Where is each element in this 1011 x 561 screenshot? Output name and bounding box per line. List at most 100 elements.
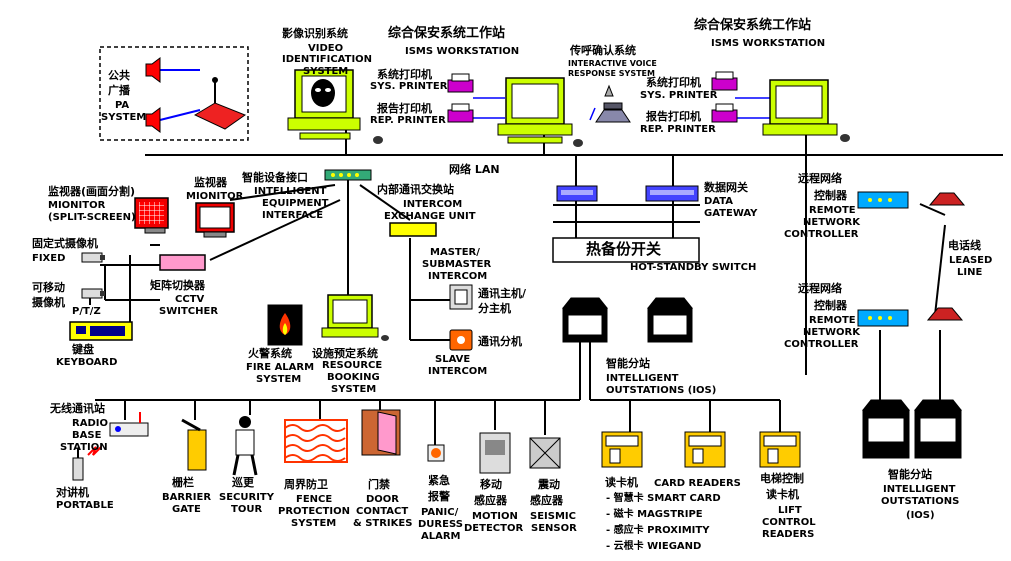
main-workstation-2 [762,79,850,142]
rnc-en2-b: NETWORK [803,327,861,338]
cctv-en1: CCTV [175,294,205,305]
seismic-sensor [529,437,561,469]
master-en1: MASTER/ [430,247,480,258]
monitor-en: MIONITOR [186,191,244,202]
rep-printer-zh-2: 报告打印机 [646,110,701,123]
gateway-zh: 数据网关 [704,181,748,194]
rnc-zh1-b: 远程网络 [798,282,842,295]
cctv-zh: 矩阵切换器 [150,279,205,292]
leased-en2: LINE [957,267,983,278]
slave-en2: INTERCOM [428,366,488,377]
intercom-ex-en2: EXCHANGE UNIT [384,211,476,222]
pa-l4: SYSTEM [101,112,147,123]
telephones [926,192,966,321]
video-id-zh: 影像识别系统 [282,27,348,40]
fire-en2: SYSTEM [256,374,302,385]
motion-zh1: 移动 [480,478,502,491]
fire-en1: FIRE ALARM [246,362,315,373]
sys-printer-en-1: SYS. PRINTER [370,81,448,92]
hot-standby-en: HOT-STANDBY SWITCH [630,262,757,273]
single-monitor [195,202,235,238]
gateway-en1: DATA [704,196,734,207]
ios-en2-1: OUTSTATIONS (IOS) [606,385,717,396]
slave-zh: 通讯分机 [478,335,522,348]
ws-title-2: 综合保安系统工作站 [694,18,812,33]
cctv-switcher [159,254,206,271]
leased-zh: 电话线 [948,239,981,252]
pa-l3: PA [115,100,130,111]
ivr-zh: 传呼确认系统 [570,44,636,57]
panic-en1: PANIC/ [421,507,459,518]
radio-en3: STATION [60,442,108,453]
network-lines [95,102,1003,445]
fence [284,419,348,463]
door-zh: 门禁 [368,478,390,491]
split-screen-monitor [134,197,169,234]
seismic-en2: SENSOR [531,523,577,534]
radio-zh: 无线通讯站 [50,402,105,415]
lift-en2: CONTROL [762,517,816,528]
printers [447,71,738,123]
intercom-ex-zh: 内部通讯交换站 [377,183,454,196]
barrier-gate [181,418,207,471]
video-id-en3: SYSTEM [303,66,349,77]
intercom-ex-en1: INTERCOM [403,199,463,210]
iei-en1: INTELLIGENT [254,186,327,197]
ios-en2-2: OUTSTATIONS [881,496,960,507]
keyboard-zh: 键盘 [72,343,94,356]
lift-zh1: 电梯控制 [760,472,804,485]
fixed-camera [81,252,105,263]
rnc-en2-a: NETWORK [803,217,861,228]
rep-printer-en-1: REP. PRINTER [370,115,446,126]
iei-en3: INTERFACE [262,210,324,221]
card-title-zh: 读卡机 [605,476,638,489]
cctv-en2: SWITCHER [159,306,219,317]
rnc-zh2-a: 控制器 [814,189,847,202]
ws-title-1: 综合保安系统工作站 [388,26,506,41]
monitor-split-en1: MIONITOR [48,200,106,211]
iei-en2: EQUIPMENT [262,198,329,209]
master-en2: SUBMASTER [422,259,492,270]
video-id-en2: IDENTIFICATION [282,54,373,65]
radio-en1: RADIO [72,418,108,429]
fence-en3: SYSTEM [291,518,337,529]
ivr-en1: INTERACTIVE VOICE [568,59,657,68]
sys-printer-zh-1: 系统打印机 [377,68,432,81]
slave-intercom [449,329,473,351]
sys-printer-en-2: SYS. PRINTER [640,90,718,101]
ios-units-top [561,297,694,343]
iei-zh: 智能设备接口 [242,171,308,184]
fire-zh: 火警系统 [248,347,292,360]
fixed-zh: 固定式摄像机 [32,237,98,250]
video-id-workstation [287,69,383,144]
booking-zh: 设施预定系统 [312,347,378,360]
barrier-en1: BARRIER [162,492,212,503]
security-guard [232,416,258,476]
rep-printer-zh-1: 报告打印机 [377,102,432,115]
master-intercom-phone [449,284,473,310]
gateways [556,185,699,202]
master-zh1: 通讯主机/ [478,287,527,300]
hot-standby-switch [552,237,700,263]
ivr-en2: RESPONSE SYSTEM [568,69,655,78]
motion-detector [479,432,511,474]
fence-en1: FENCE [296,494,333,505]
card-title-en: CARD READERS [654,478,741,489]
ios-zh-1: 智能分站 [606,357,650,370]
radio-en2: BASE [72,430,102,441]
ivr-phone-icon [595,84,631,123]
motion-zh2: 感应器 [474,494,507,507]
master-zh2: 分主机 [478,302,511,315]
booking-en1: RESOURCE [322,360,383,371]
barrier-en2: GATE [172,504,201,515]
card-item-1: - 磁卡 MAGSTRIPE [606,509,703,520]
pa-l1: 公共 [108,69,130,82]
booking-en3: SYSTEM [331,384,377,395]
ios-en1-1: INTELLIGENT [606,373,679,384]
pa-system-box [99,46,249,141]
booking-workstation [321,294,389,341]
tour-en1: SECURITY [219,492,274,503]
leased-en1: LEASED [949,255,993,266]
lan-label: 网络 LAN [449,163,500,176]
tour-zh: 巡更 [232,476,254,489]
